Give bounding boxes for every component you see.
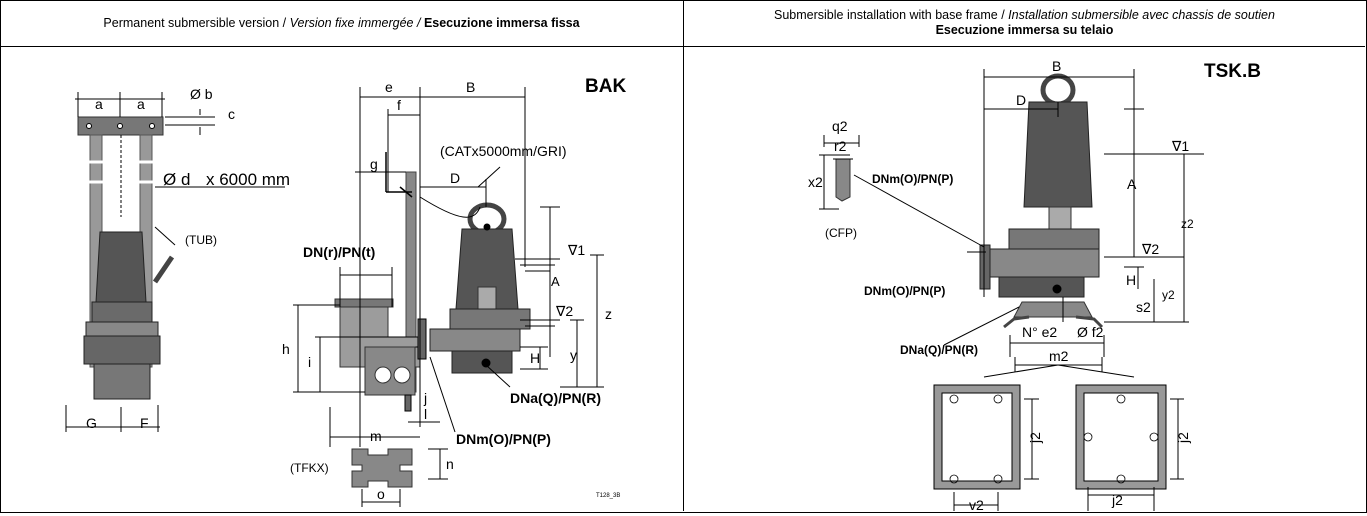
- dim-m: m: [370, 428, 382, 444]
- dim-B: B: [466, 79, 475, 95]
- bak-drawing: BAK a a Ø b c Ø d x 6000 mm (TUB) G F e …: [65, 76, 626, 507]
- label-tfkx: (TFKX): [290, 461, 329, 475]
- bak-title: BAK: [585, 76, 626, 97]
- tsk-dim-j2-c: j2: [1111, 492, 1123, 508]
- dim-j: j: [423, 390, 427, 406]
- cfp-elbow: [835, 158, 851, 202]
- tsk-dim-B: B: [1052, 58, 1061, 74]
- drawing-code: T128_3B: [596, 493, 620, 499]
- left-header-bold: Esecuzione immersa fissa: [423, 15, 580, 30]
- dim-i: i: [308, 354, 311, 370]
- tsk-pump-motor: [1023, 101, 1093, 208]
- dim-y: y: [570, 347, 577, 363]
- tsk-dim-q2: q2: [832, 118, 848, 134]
- tsk-label-cfp: (CFP): [825, 226, 857, 240]
- dim-n: n: [446, 456, 454, 472]
- label-dna-pnr: DNa(Q)/PN(R): [510, 390, 601, 406]
- label-cat: (CATx5000mm/GRI): [440, 143, 567, 159]
- tsk-lifting-handle: [1040, 73, 1076, 107]
- tsk-dim-v2: v2: [969, 497, 984, 511]
- tsk-dim-z2: z2: [1181, 217, 1194, 231]
- label-tub: (TUB): [185, 233, 217, 247]
- dim-G: G: [86, 415, 97, 431]
- label-dnr-pnt: DN(r)/PN(t): [303, 244, 375, 260]
- dim-h: h: [282, 341, 290, 357]
- base-frame-b: [1075, 384, 1167, 490]
- dim-a-2: a: [137, 96, 145, 112]
- dim-z: z: [605, 306, 612, 322]
- tsk-dim-H: H: [1126, 272, 1136, 288]
- tfkx-plate: [351, 448, 413, 488]
- tsk-dim-y2: y2: [1162, 288, 1175, 302]
- tsk-dim-j2-a: j2: [1027, 432, 1043, 444]
- tsk-dim-n-e2: N° e2: [1022, 324, 1057, 340]
- tsk-dim-m2: m2: [1049, 348, 1069, 364]
- tsk-dim-j2-b: j2: [1175, 432, 1191, 444]
- dim-g: g: [370, 156, 378, 172]
- dim-A: A: [551, 274, 560, 289]
- dim-b: Ø b: [190, 86, 213, 102]
- tsk-level-1: ∇1: [1171, 138, 1189, 154]
- tsk-label-dna: DNa(Q)/PN(R): [900, 343, 978, 357]
- dim-o: o: [377, 486, 385, 502]
- right-header-bold: Esecuzione immersa su telaio: [935, 23, 1114, 37]
- right-panel: TSK.B B D q2 r2 x2 DNm(O)/PN(P) (CFP) A …: [684, 47, 1365, 513]
- dim-a-1: a: [95, 96, 103, 112]
- tsk-dim-f2: Ø f2: [1077, 324, 1104, 340]
- left-header-normal: Permanent submersible version /: [103, 15, 290, 30]
- dim-D: D: [450, 170, 460, 186]
- tsk-title: TSK.B: [1204, 61, 1261, 82]
- tsk-dim-r2: r2: [834, 138, 847, 154]
- dim-d: Ø d: [163, 170, 190, 189]
- front-pump-motor: [95, 231, 147, 303]
- tsk-level-2: ∇2: [1141, 241, 1159, 257]
- column-divider: [683, 0, 684, 511]
- right-header: Submersible installation with base frame…: [684, 0, 1365, 47]
- level-2: ∇2: [555, 303, 573, 319]
- tsk-discharge-flange: [979, 244, 991, 290]
- left-header: Permanent submersible version / Version …: [0, 0, 683, 47]
- tsk-label-dnm-top: DNm(O)/PN(P): [872, 172, 953, 186]
- tsk-dim-A: A: [1127, 176, 1137, 192]
- left-header-italic: Version fixe immergée /: [289, 15, 424, 30]
- tsk-b-drawing: TSK.B B D q2 r2 x2 DNm(O)/PN(P) (CFP) A …: [808, 58, 1261, 513]
- dim-H: H: [530, 350, 540, 366]
- dim-d-suffix: x 6000 mm: [206, 170, 290, 189]
- right-header-normal: Submersible installation with base frame…: [774, 8, 1009, 22]
- tsk-dim-s2: s2: [1136, 299, 1151, 315]
- tsk-label-dnm-left: DNm(O)/PN(P): [864, 284, 945, 298]
- label-dnm-pnp: DNm(O)/PN(P): [456, 431, 551, 447]
- tsk-dim-D: D: [1016, 92, 1026, 108]
- dim-l: l: [424, 406, 427, 422]
- dim-c: c: [228, 106, 235, 122]
- tsk-dim-x2: x2: [808, 174, 823, 190]
- dim-f: f: [397, 97, 401, 113]
- level-1: ∇1: [567, 242, 585, 258]
- left-panel: BAK a a Ø b c Ø d x 6000 mm (TUB) G F e …: [0, 47, 683, 511]
- right-header-italic: Installation submersible avec chassis de…: [1008, 8, 1275, 22]
- dim-F: F: [140, 415, 149, 431]
- dim-e: e: [385, 79, 393, 95]
